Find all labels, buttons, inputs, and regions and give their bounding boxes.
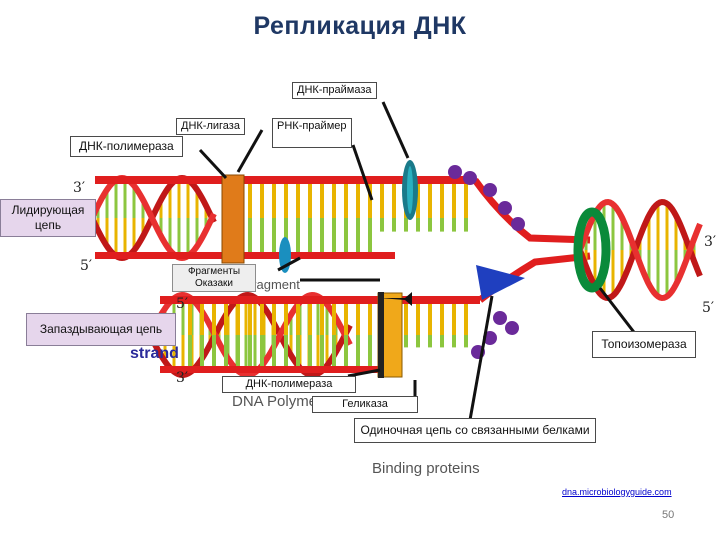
binding-protein [448,165,462,179]
polymerase-clamp [378,292,384,378]
prime-3-bottom: 3′ [176,370,189,386]
leading-strand-label: Лидирующая цепь [0,199,96,237]
rna-primer-label: РНК-праймер [272,118,352,148]
helix-backbone [577,198,703,302]
lagging-rungs [188,304,468,366]
prime-3-top-left: 3′ [73,180,86,196]
polymerase-top-pointer [198,148,228,180]
slide-number: 50 [662,509,675,521]
binding-protein [493,311,507,325]
rna-primer-pointer [351,144,374,201]
topoisomerase-label: Топоизомераза [592,331,696,358]
binding-protein [505,321,519,335]
helicase-label: Геликаза [312,396,418,413]
topoisomerase-shape [573,207,611,293]
binding-protein [498,201,512,215]
primase-label: ДНК-праймаза [292,82,377,99]
leading-rungs [248,184,468,252]
source-link[interactable]: dna.microbiologyguide.com [562,487,672,497]
lagging-new-backbone [160,366,400,373]
leading-strand [95,176,475,259]
helicase-shape [476,265,525,300]
ssb-label: Одиночная цепь со связанными белками [354,418,596,443]
single-strand-binding-proteins [448,165,525,359]
prime-5-mid: 5′ [176,296,189,312]
ssb-pointer [468,295,494,421]
strand-english: strand [130,345,179,362]
prime-5-left: 5′ [80,258,93,274]
leading-template-backbone [95,176,475,184]
polymerase-bottom-pointer [347,368,381,378]
prime-5-right: 5′ [702,300,715,316]
helix-backbone [147,291,353,379]
dna-polymerase-leading-shape [221,174,245,264]
binding-protein [511,217,525,231]
helix-backbone [577,198,703,302]
helix-backbone [147,291,353,379]
prime-3-right: 3′ [704,234,717,250]
binding-proteins-english: Binding proteins [372,460,480,477]
leading-new-backbone [95,252,395,259]
lagging-strand [160,296,480,373]
lagging-template-backbone [160,296,480,304]
ligase-label: ДНК-лигаза [176,118,245,135]
page-title: Репликация ДНК [253,12,467,40]
parent-helix-right [577,198,703,302]
dna-polymerase-top-label: ДНК-полимераза [70,136,183,157]
ligase-pointer [236,129,264,173]
binding-protein [463,171,477,185]
fork-upper-arm [472,177,591,244]
polymerase-arrow [380,292,412,306]
primase-pointer [381,101,410,159]
dna-polymerase-bottom-label: ДНК-полимераза [222,376,356,393]
okazaki-fragments-label: Фрагменты Оказаки [172,264,256,292]
lagging-strand-label: Запаздывающая цепь [26,313,176,346]
okazaki-pointer [277,256,301,272]
binding-protein [483,183,497,197]
